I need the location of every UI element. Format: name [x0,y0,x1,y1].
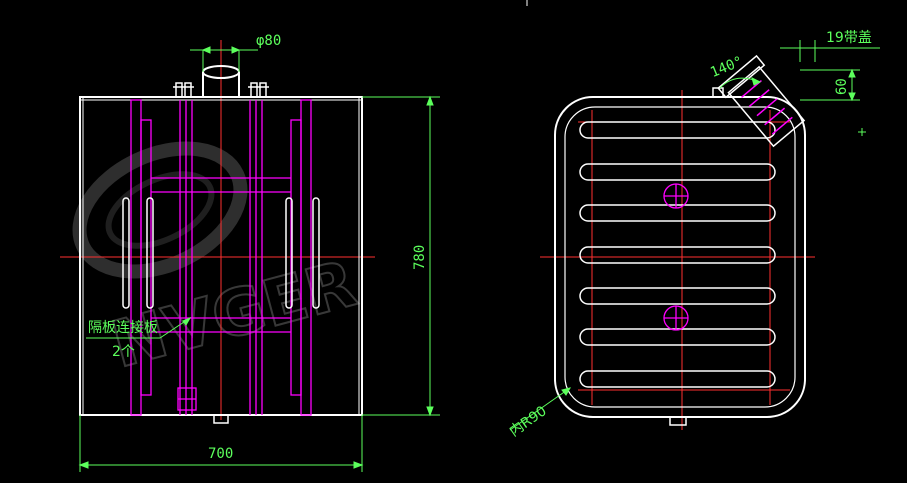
internal-baffles-left [130,99,312,416]
dim-cap-19-label: 19带盖 [826,30,872,46]
note-quantity: 2个 [112,344,135,360]
left-view: φ80 780 700 隔板连接板 2个 [60,33,440,472]
dim-radius-r90 [509,387,572,431]
left-centerlines [60,40,375,420]
dim-radius-r90-label: 内R90 [507,403,550,440]
dim-offset-60-label: 60 [834,78,850,95]
dim-width-700 [78,415,364,472]
side-fittings [663,183,689,331]
dim-offset-60 [800,68,860,102]
dim-phi80 [190,46,258,72]
dim-height-780-label: 780 [412,245,428,270]
stiffening-ribs [579,121,776,388]
bottom-fitting-left [177,387,197,411]
note-leader [86,316,192,339]
dim-width-700-label: 700 [208,446,233,462]
dim-cap-19 [780,40,880,62]
drain-plug-left [213,414,229,424]
dim-phi80-label: φ80 [256,33,281,49]
dim-height-780 [362,95,440,417]
note-partition-plate: 隔板连接板 [88,319,158,336]
right-view: 140° 19带盖 60 内R90 [507,0,880,440]
dim-angle-140 [719,77,762,89]
corner-mark [858,128,866,136]
watermark-ring-outer [72,141,248,279]
top-fittings [173,82,269,98]
side-handles-left [122,197,320,309]
watermark-ring-inner [105,171,215,249]
dim-angle-140-label: 140° [708,54,745,81]
watermark: NVGER [72,141,365,384]
drain-plug-right [669,416,687,426]
